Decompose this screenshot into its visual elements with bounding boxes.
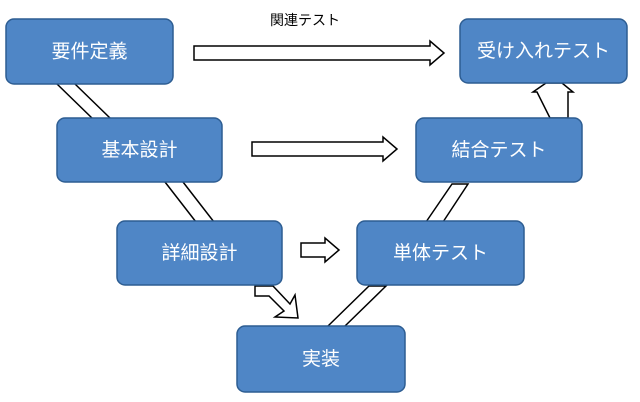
- relation-test-caption: 関連テスト: [270, 13, 340, 29]
- arrow-basic-design-to-integration-test: [251, 135, 399, 163]
- arrow-detailed-design-to-unit-test: [300, 236, 341, 264]
- node-requirements: 要件定義: [5, 18, 174, 85]
- arrow-detailed-design-to-implementation: [254, 285, 299, 319]
- connector-unit-test-to-integration-test: [425, 183, 470, 223]
- node-integration-test-label: 結合テスト: [451, 139, 546, 161]
- node-implementation: 実装: [236, 325, 406, 393]
- node-detailed-design-box: [116, 220, 283, 286]
- node-detailed-design: 詳細設計: [116, 220, 283, 286]
- connector-implementation-to-unit-test: [327, 285, 388, 327]
- node-unit-test: 単体テスト: [356, 220, 525, 286]
- node-acceptance-test: 受け入れテスト: [459, 18, 628, 84]
- node-detailed-design-label: 詳細設計: [161, 242, 237, 264]
- node-integration-test: 結合テスト: [415, 117, 583, 183]
- node-basic-design-box: [56, 117, 223, 183]
- node-requirements-box: [5, 18, 174, 85]
- node-unit-test-box: [356, 220, 525, 286]
- node-acceptance-test-label: 受け入れテスト: [477, 40, 610, 62]
- node-implementation-box: [236, 325, 406, 393]
- arrow-requirements-to-acceptance-test: [193, 39, 446, 67]
- connector-basic-design-to-detailed-design: [164, 181, 216, 223]
- node-implementation-label: 実装: [302, 348, 340, 370]
- node-basic-design: 基本設計: [56, 117, 223, 183]
- node-requirements-label: 要件定義: [51, 41, 127, 63]
- node-basic-design-label: 基本設計: [101, 139, 177, 161]
- connector-requirements-to-basic-design: [56, 83, 113, 120]
- right-connectors: [327, 183, 470, 327]
- horizontal-arrows: [193, 39, 446, 264]
- arrow-integration-test-to-acceptance-test: [530, 82, 576, 119]
- node-acceptance-test-box: [459, 18, 628, 84]
- node-integration-test-box: [415, 117, 583, 183]
- node-unit-test-label: 単体テスト: [393, 242, 488, 264]
